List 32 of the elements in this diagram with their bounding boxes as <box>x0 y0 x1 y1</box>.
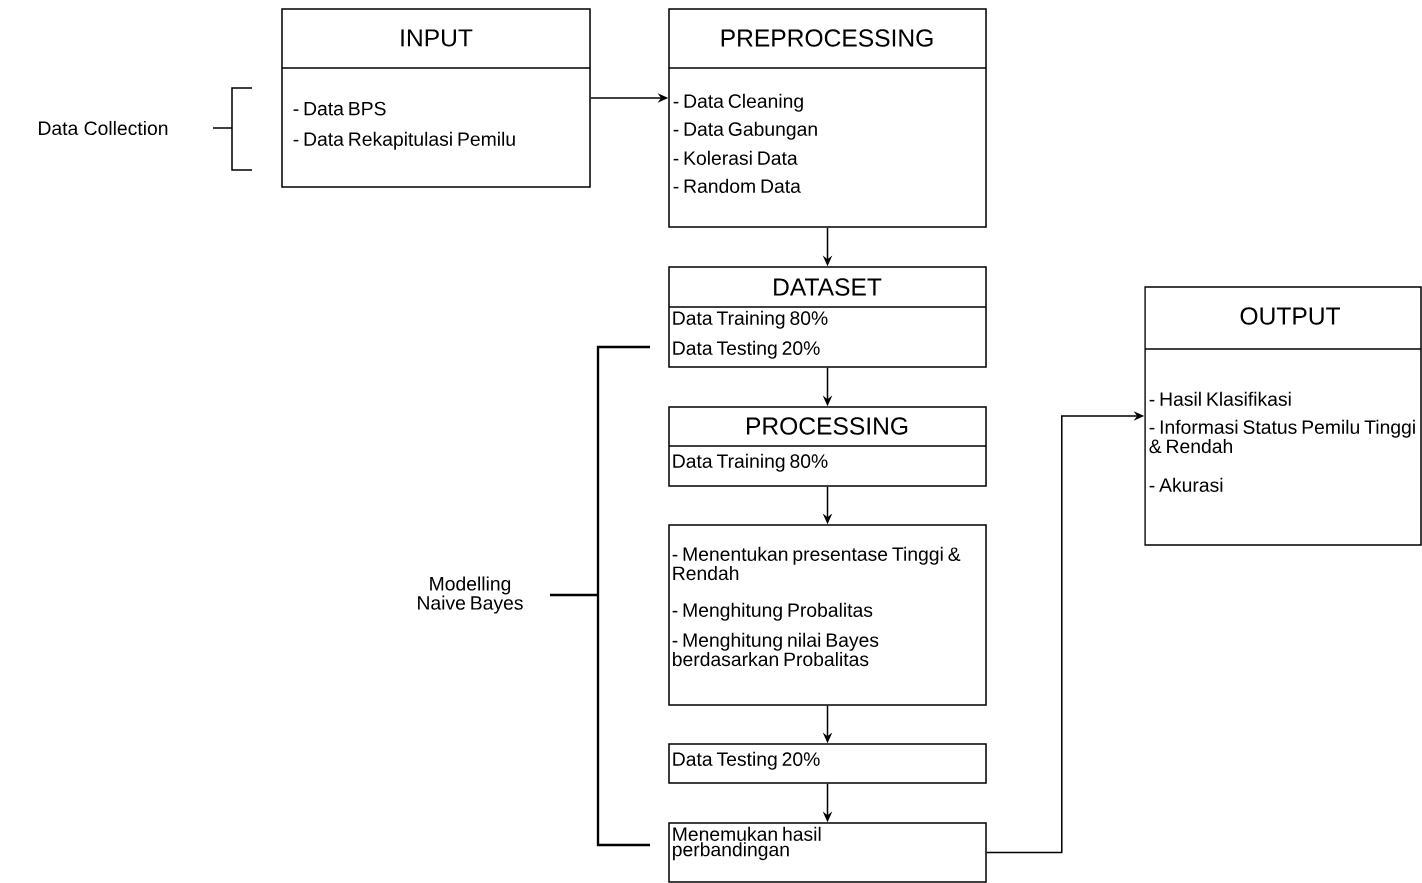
box-text: - Kolerasi Data <box>673 150 798 165</box>
box-title: OUTPUT <box>1240 307 1340 325</box>
box-title: PROCESSING <box>747 417 908 435</box>
box-text: - Akurasi <box>1149 477 1223 492</box>
box-title: PREPROCESSING <box>721 29 933 47</box>
box-text: Data Training 80% <box>673 453 828 472</box>
box-text: - Hasil Klasifikasi <box>1149 391 1291 406</box>
annotation-text: Modelling Naive Bayes <box>418 576 523 614</box>
process-box <box>668 266 987 368</box>
process-box <box>668 822 987 883</box>
box-text: - Menentukan presentase Tinggi & Rendah <box>672 546 961 581</box>
box-title: DATASET <box>774 278 882 296</box>
annotation-text: Data Collection <box>39 120 168 136</box>
process-box <box>668 743 987 784</box>
box-text: Menemukan hasil perbandingan <box>673 826 821 861</box>
box-text: - Random Data <box>673 178 801 193</box>
box-text: Data Testing 20% <box>673 751 820 770</box>
box-text: - Menghitung Probalitas <box>672 602 873 621</box>
process-box <box>668 524 987 706</box>
box-text: Data Testing 20% <box>673 340 820 359</box>
process-box <box>1144 286 1422 546</box>
box-text: - Data Cleaning <box>673 93 803 112</box>
box-text: - Data Rekapitulasi Pemilu <box>293 131 515 150</box>
box-text: - Data BPS <box>293 101 386 116</box>
process-box <box>668 8 987 228</box>
process-box <box>668 406 987 487</box>
box-text: Data Training 80% <box>673 310 828 329</box>
box-text: - Informasi Status Pemilu Tinggi & Rendah <box>1149 419 1415 454</box>
box-text: - Data Gabungan <box>673 121 817 140</box>
box-title: INPUT <box>401 29 473 47</box>
process-box <box>281 8 591 188</box>
box-text: - Menghitung nilai Bayes berdasarkan Probalitas <box>672 632 879 667</box>
